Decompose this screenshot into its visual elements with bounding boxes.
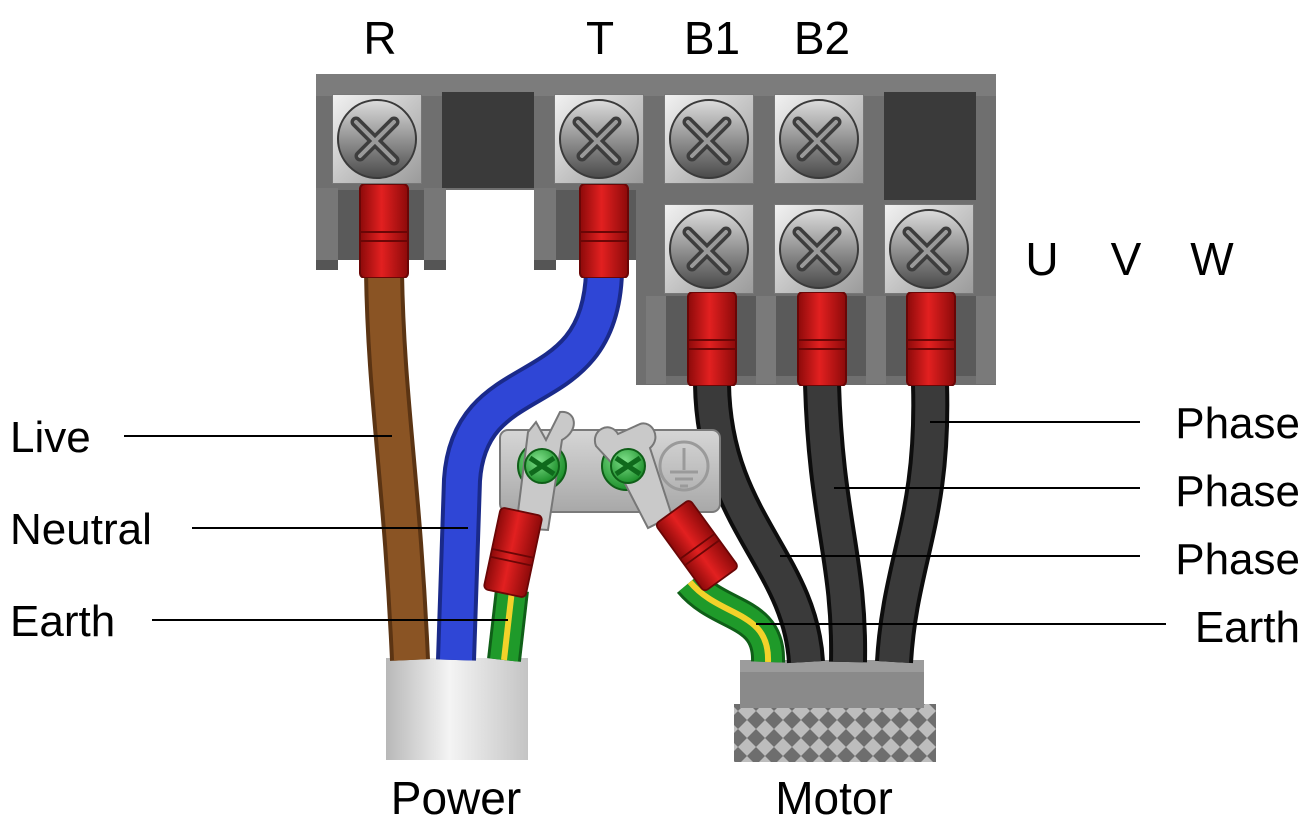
terminal-label-r: R: [363, 12, 396, 64]
terminal-labels: R T B1 B2 U V W: [363, 12, 1234, 285]
label-phase-1: Phase: [1175, 399, 1300, 448]
neutral-wire: [440, 271, 620, 661]
phase-wire-w: [879, 383, 946, 663]
label-power-cable: Power: [391, 772, 521, 823]
terminal-screw-icon: [664, 204, 754, 294]
terminal-screw-icon: [332, 94, 422, 184]
terminal-screw-icon: [774, 94, 864, 184]
terminal-label-u: U: [1025, 233, 1058, 285]
label-earth-motor: Earth: [1195, 603, 1300, 652]
cable-labels: Power Motor: [391, 772, 893, 823]
terminal-label-v: V: [1111, 233, 1142, 285]
terminal-label-t: T: [586, 12, 614, 64]
wires: [364, 270, 950, 664]
terminal-label-w: W: [1190, 233, 1234, 285]
label-neutral: Neutral: [10, 505, 152, 554]
earth-plate: [499, 410, 721, 532]
earth-ground-icon: [658, 440, 710, 492]
terminal-screw-icon: [554, 94, 644, 184]
terminal-screw-icon: [664, 94, 754, 184]
terminal-label-b1: B1: [684, 12, 740, 64]
motor-cable-sheath: [734, 660, 936, 762]
wire-labels: Live Neutral Earth Phase Phase Phase Ear…: [10, 399, 1300, 652]
phase-wire-v: [807, 383, 864, 663]
label-motor-cable: Motor: [775, 772, 893, 823]
label-live: Live: [10, 413, 91, 462]
live-wire: [368, 271, 426, 661]
leader-lines: [124, 421, 1166, 625]
terminal-screw-icon: [774, 204, 864, 294]
terminal-label-b2: B2: [794, 12, 850, 64]
label-earth-power: Earth: [10, 597, 115, 646]
label-phase-3: Phase: [1175, 535, 1300, 584]
power-cable-sheath: [386, 658, 528, 760]
label-phase-2: Phase: [1175, 467, 1300, 516]
terminal-screw-icon: [884, 204, 974, 294]
